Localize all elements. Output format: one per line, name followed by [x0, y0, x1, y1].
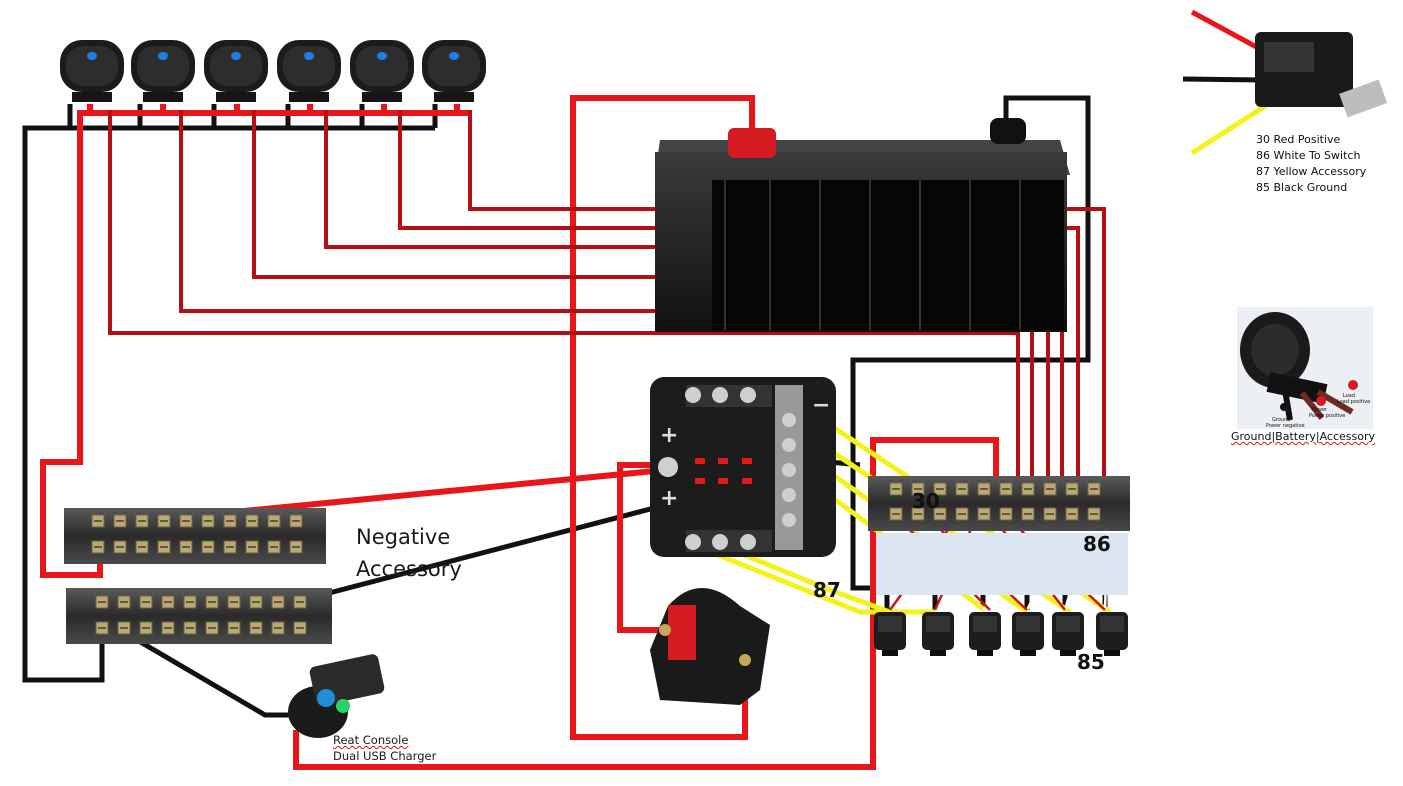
svg-text:+: + [660, 486, 678, 511]
legend-item-86: 86 White To Switch [1256, 149, 1361, 162]
legend-item-87: 87 Yellow Accessory [1256, 165, 1367, 178]
terminal-strip-positive [64, 508, 326, 564]
usb-charger-label: Reat Console Dual USB Charger [333, 732, 436, 764]
terminal-strip-negative [66, 588, 332, 644]
svg-text:+: + [660, 423, 678, 448]
usb-label-line1: Reat Console [333, 733, 409, 747]
svg-text:Load: Load [1343, 393, 1355, 399]
svg-text:Ground: Ground [1272, 417, 1290, 423]
negative-accessory-label: Negative Accessory [356, 521, 462, 585]
pin-30-label: 30 [912, 489, 940, 513]
svg-text:Power: Power [1312, 407, 1328, 413]
circuit-breaker [650, 588, 770, 705]
pin-85-label: 85 [1077, 650, 1105, 674]
rocker-switches [60, 40, 486, 102]
fuse-block: + + − [650, 377, 836, 557]
svg-text:Load positive: Load positive [1337, 399, 1370, 405]
legend-item-30: 30 Red Positive [1256, 133, 1341, 146]
svg-text:Power negative: Power negative [1266, 423, 1305, 429]
rocker-caption: Ground|Battery|Accessory [1231, 430, 1376, 443]
terminal-strip-relay [868, 476, 1130, 595]
svg-text:Power positive: Power positive [1309, 413, 1345, 419]
pin-87-label: 87 [813, 578, 841, 602]
relay-legend-image [1182, 9, 1388, 156]
battery [655, 118, 1070, 332]
relay-pin-legend: 30 Red Positive 86 White To Switch 87 Ye… [1256, 132, 1366, 196]
usb-label-line2: Dual USB Charger [333, 749, 437, 763]
pin-86-label: 86 [1083, 532, 1111, 556]
negative-label-line1: Negative [356, 525, 451, 549]
legend-item-85: 85 Black Ground [1256, 181, 1348, 194]
svg-text:−: − [812, 393, 830, 418]
negative-label-line2: Accessory [356, 557, 462, 581]
usb-charger [288, 654, 385, 738]
rocker-detail-image: Ground Power negative Power Power positi… [1237, 307, 1373, 429]
